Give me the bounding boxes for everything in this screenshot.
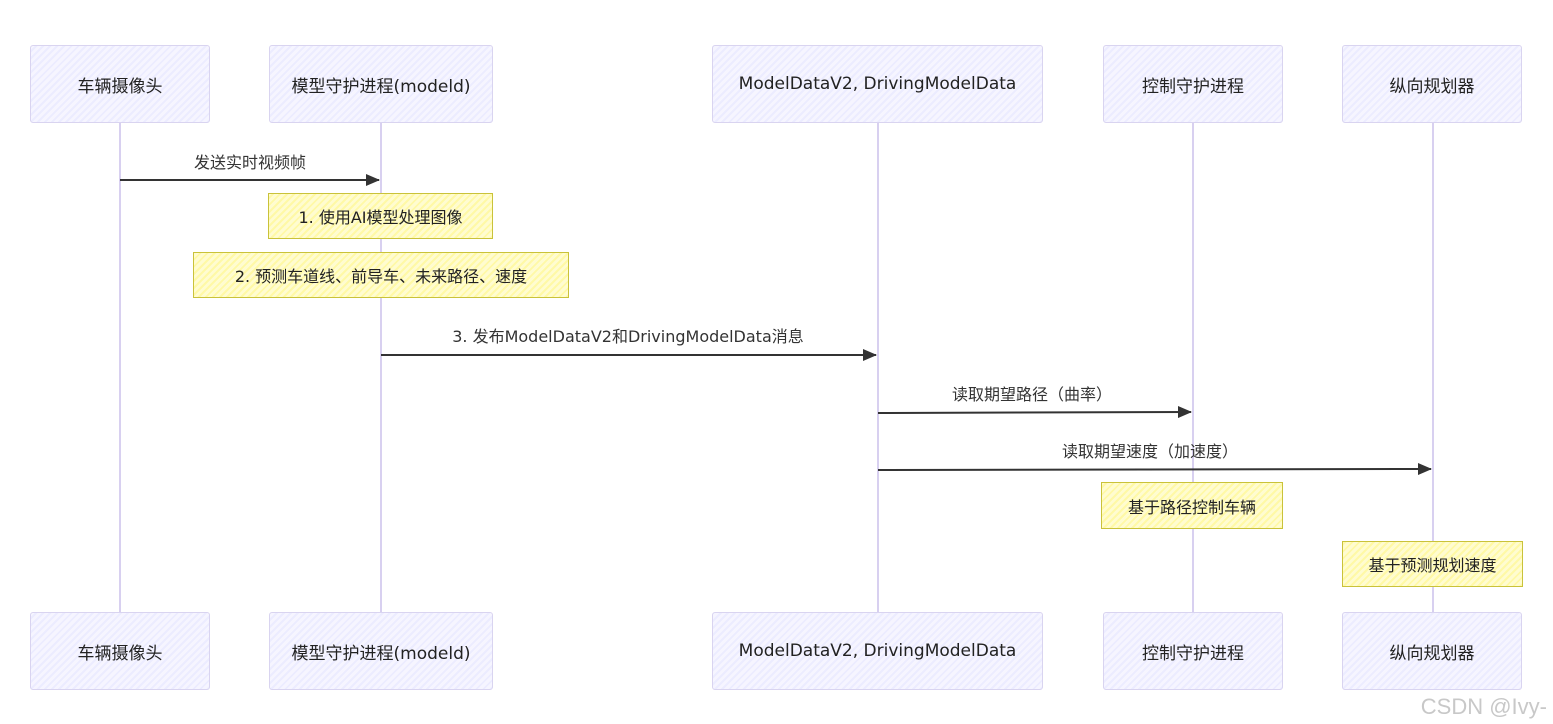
actor-label: ModelDataV2, DrivingModelData: [738, 641, 1017, 661]
actor-label: ModelDataV2, DrivingModelData: [738, 74, 1017, 94]
lifeline-camera: [119, 123, 121, 612]
note-control-vehicle: 基于路径控制车辆: [1101, 482, 1283, 529]
message-label-read-path: 读取期望路径（曲率）: [951, 385, 1113, 404]
note-label: 基于路径控制车辆: [1127, 497, 1256, 517]
lifeline-modeld: [380, 123, 382, 612]
actor-modeld-top: 模型守护进程(modeld): [269, 45, 493, 123]
actor-planner-top: 纵向规划器: [1342, 45, 1522, 123]
arrow-modeldata-to-planner: [877, 463, 1432, 476]
actor-modeld-bottom: 模型守护进程(modeld): [269, 612, 493, 690]
actor-camera-bottom: 车辆摄像头: [30, 612, 210, 690]
arrow-modeldata-to-controlsd: [877, 406, 1192, 419]
actor-label: 模型守护进程(modeld): [291, 643, 471, 664]
message-label-read-speed: 读取期望速度（加速度）: [1061, 442, 1239, 461]
note-process-image: 1. 使用AI模型处理图像: [268, 193, 493, 239]
actor-controlsd-top: 控制守护进程: [1103, 45, 1283, 123]
actor-label: 纵向规划器: [1389, 643, 1475, 664]
actor-modeldata-top: ModelDataV2, DrivingModelData: [712, 45, 1043, 123]
note-label: 2. 预测车道线、前导车、未来路径、速度: [234, 267, 528, 286]
actor-label: 纵向规划器: [1389, 76, 1475, 97]
actor-label: 控制守护进程: [1142, 76, 1244, 97]
note-plan-speed: 基于预测规划速度: [1342, 541, 1523, 587]
actor-label: 控制守护进程: [1142, 643, 1244, 664]
actor-label: 模型守护进程(modeld): [291, 76, 471, 97]
note-label: 1. 使用AI模型处理图像: [298, 208, 463, 227]
lifeline-controlsd: [1192, 123, 1194, 612]
actor-label: 车辆摄像头: [77, 643, 163, 664]
note-label: 基于预测规划速度: [1368, 556, 1497, 575]
actor-controlsd-bottom: 控制守护进程: [1103, 612, 1283, 690]
lifeline-planner: [1432, 123, 1434, 612]
actor-modeldata-bottom: ModelDataV2, DrivingModelData: [712, 612, 1043, 690]
lifeline-modeldata: [877, 123, 879, 612]
actor-planner-bottom: 纵向规划器: [1342, 612, 1522, 690]
watermark: CSDN @Ivy-: [1420, 694, 1547, 719]
actor-label: 车辆摄像头: [77, 76, 163, 97]
note-predict: 2. 预测车道线、前导车、未来路径、速度: [193, 252, 569, 298]
message-label-video-frames: 发送实时视频帧: [193, 153, 307, 172]
actor-camera-top: 车辆摄像头: [30, 45, 210, 123]
message-label-publish: 3. 发布ModelDataV2和DrivingModelData消息: [452, 327, 804, 346]
